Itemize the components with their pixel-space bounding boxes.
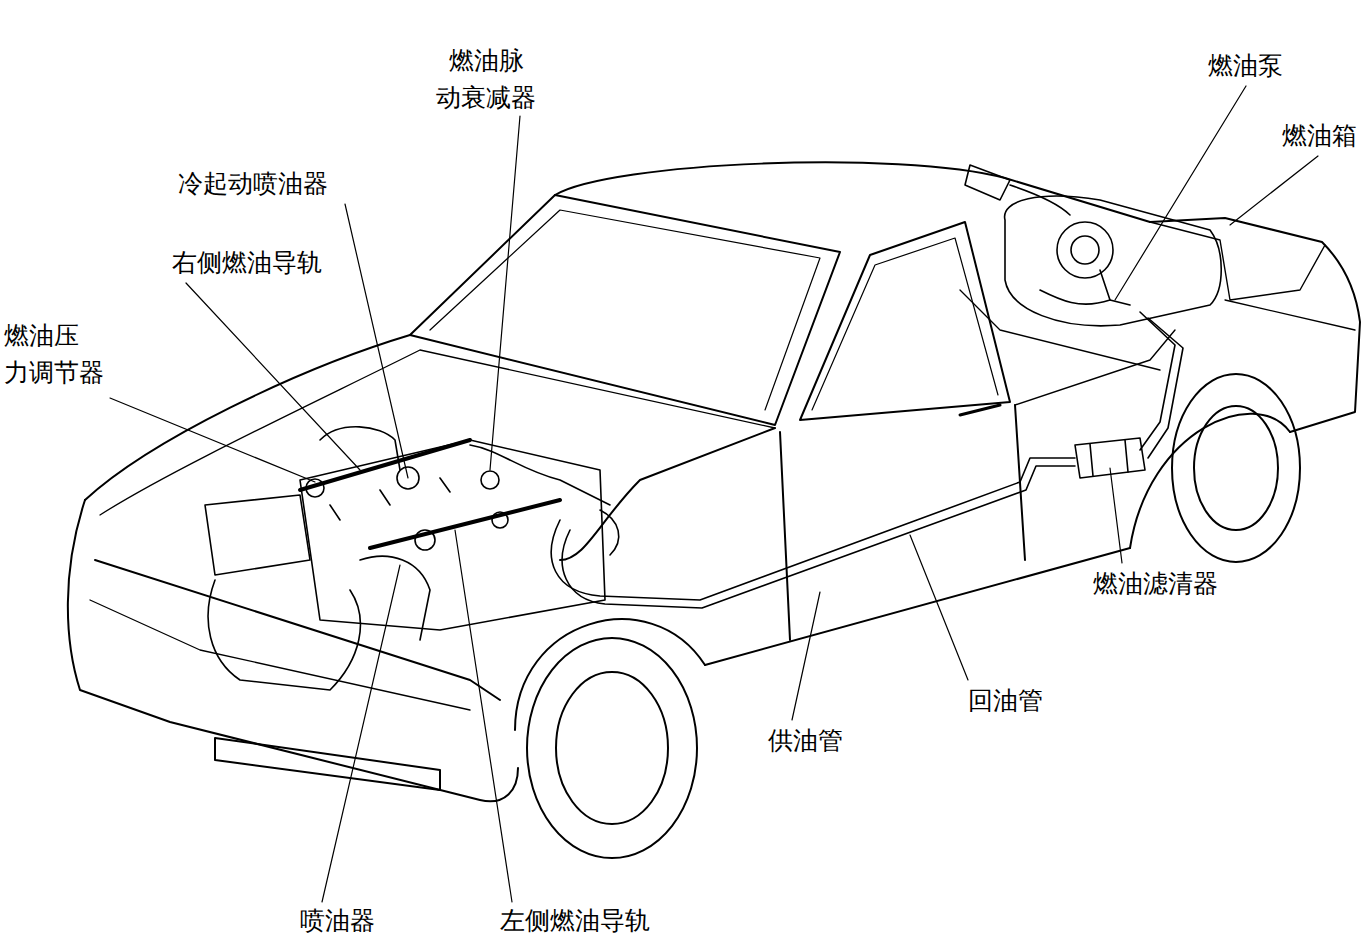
part-label: 冷起动喷油器	[178, 165, 328, 202]
fuel-lines	[551, 290, 1183, 608]
part-label: 燃油压 力调节器	[4, 317, 106, 391]
part-label: 左侧燃油导轨	[500, 902, 650, 939]
part-label: 右侧燃油导轨	[172, 244, 322, 281]
part-label: 燃油脉 动衰减器	[425, 42, 547, 116]
part-label: 燃油泵	[1208, 47, 1283, 84]
wheels	[527, 374, 1300, 858]
part-label: 燃油滤清器	[1093, 565, 1218, 602]
leader-lines	[110, 86, 1318, 902]
part-label: 回油管	[968, 682, 1043, 719]
engine	[205, 427, 619, 690]
car-body	[68, 162, 1360, 801]
part-label: 燃油箱	[1282, 117, 1357, 154]
part-label: 喷油器	[300, 902, 375, 939]
part-label: 供油管	[768, 722, 843, 759]
